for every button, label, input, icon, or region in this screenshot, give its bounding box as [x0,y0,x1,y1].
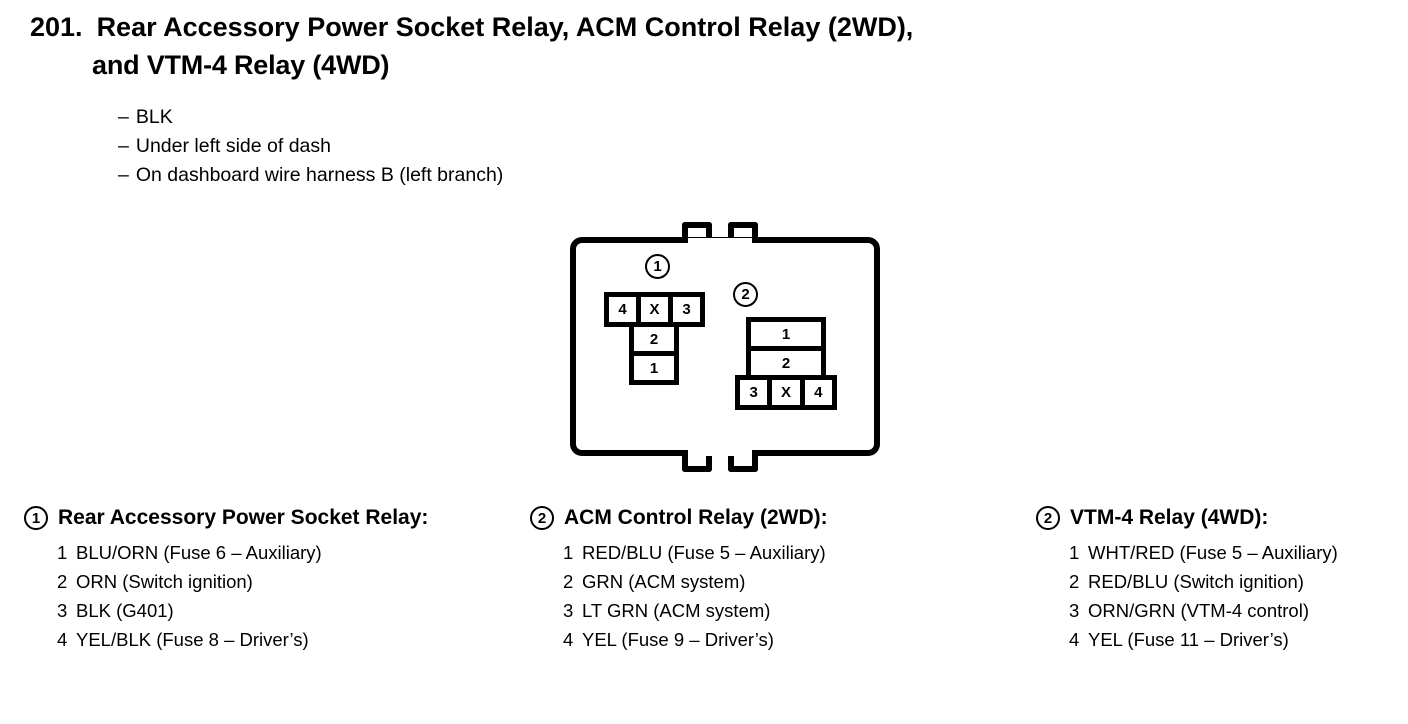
note-item: –Under left side of dash [118,132,503,161]
legend-rear-accessory-power-socket-relay: 1 Rear Accessory Power Socket Relay: 1 B… [24,504,494,654]
pin-description: YEL (Fuse 11 – Driver’s) [1088,629,1289,650]
legend-item-list: 1 RED/BLU (Fuse 5 – Auxiliary) 2 GRN (AC… [530,538,1020,654]
pin-description: ORN/GRN (VTM-4 control) [1088,600,1309,621]
list-item: 4 YEL (Fuse 9 – Driver’s) [563,625,1020,654]
legend-item-list: 1 WHT/RED (Fuse 5 – Auxiliary) 2 RED/BLU… [1036,538,1406,654]
notes-list: –BLK –Under left side of dash –On dashbo… [118,103,503,190]
connector-2-pin-block: 1 2 3 X 4 [735,317,837,410]
legend-title: Rear Accessory Power Socket Relay: [58,506,429,529]
list-item: 1 BLU/ORN (Fuse 6 – Auxiliary) [57,538,494,567]
legend-marker-icon: 2 [530,506,554,530]
pin-number: 2 [563,571,574,592]
title-line-2: and VTM-4 Relay (4WD) [92,50,390,80]
list-item: 3 ORN/GRN (VTM-4 control) [1069,596,1406,625]
pin-cell: 4 [609,297,636,322]
note-dash: – [118,164,129,186]
pin-number: 1 [563,542,574,563]
connector-1-lower-cells: 2 1 [629,327,679,385]
list-item: 3 LT GRN (ACM system) [563,596,1020,625]
pin-number: 1 [1069,542,1080,563]
connector-diagram: 1 2 4 X 3 2 1 1 2 3 X 4 [560,212,900,472]
list-item: 1 WHT/RED (Fuse 5 – Auxiliary) [1069,538,1406,567]
legend-title: ACM Control Relay (2WD): [564,506,828,529]
legend-item-list: 1 BLU/ORN (Fuse 6 – Auxiliary) 2 ORN (Sw… [24,538,494,654]
legend-marker-icon: 2 [1036,506,1060,530]
pin-number: 3 [57,600,68,621]
pin-cell: 2 [751,351,821,375]
legend-vtm4-relay-4wd: 2 VTM-4 Relay (4WD): 1 WHT/RED (Fuse 5 –… [1036,504,1406,654]
title-line-1: Rear Accessory Power Socket Relay, ACM C… [96,12,914,42]
pin-description: BLK (G401) [76,600,174,621]
note-item: –On dashboard wire harness B (left branc… [118,161,503,190]
pin-description: RED/BLU (Switch ignition) [1088,571,1304,592]
pin-number: 2 [57,571,68,592]
pin-description: RED/BLU (Fuse 5 – Auxiliary) [582,542,826,563]
list-item: 3 BLK (G401) [57,596,494,625]
pin-cell-blank: X [641,297,668,322]
pin-cell: 3 [673,297,700,322]
note-text: BLK [135,106,173,128]
pin-number: 4 [57,629,68,650]
pin-description: BLU/ORN (Fuse 6 – Auxiliary) [76,542,322,563]
list-item: 4 YEL (Fuse 11 – Driver’s) [1069,625,1406,654]
section-number: 201. [30,12,83,42]
pin-description: LT GRN (ACM system) [582,600,771,621]
pin-number: 3 [1069,600,1080,621]
note-dash: – [118,135,129,157]
pin-description: YEL (Fuse 9 – Driver’s) [582,629,774,650]
legend-title: VTM-4 Relay (4WD): [1070,506,1269,529]
pin-description: YEL/BLK (Fuse 8 – Driver’s) [76,629,309,650]
pin-description: GRN (ACM system) [582,571,746,592]
list-item: 2 ORN (Switch ignition) [57,567,494,596]
list-item: 4 YEL/BLK (Fuse 8 – Driver’s) [57,625,494,654]
pin-cell: 4 [804,380,832,405]
connector-marker-1: 1 [645,254,670,279]
legend-marker-icon: 1 [24,506,48,530]
list-item: 2 RED/BLU (Switch ignition) [1069,567,1406,596]
legend-heading: 1 Rear Accessory Power Socket Relay: [24,504,494,532]
note-text: Under left side of dash [135,135,331,157]
pin-number: 2 [1069,571,1080,592]
pin-number: 3 [563,600,574,621]
list-item: 2 GRN (ACM system) [563,567,1020,596]
note-item: –BLK [118,103,503,132]
tab-join-mask-bottom [688,448,752,456]
pin-number: 4 [563,629,574,650]
legend-heading: 2 ACM Control Relay (2WD): [530,504,1020,532]
pin-number: 4 [1069,629,1080,650]
pin-cell-blank: X [772,380,800,405]
list-item: 1 RED/BLU (Fuse 5 – Auxiliary) [563,538,1020,567]
connector-1-top-row: 4 X 3 [604,292,705,327]
connector-1-pin-block: 4 X 3 2 1 [604,292,705,385]
legend-heading: 2 VTM-4 Relay (4WD): [1036,504,1406,532]
tab-join-mask-top [688,238,752,246]
legend-acm-control-relay-2wd: 2 ACM Control Relay (2WD): 1 RED/BLU (Fu… [530,504,1020,654]
connector-marker-2: 2 [733,282,758,307]
pin-cell: 1 [751,322,821,346]
note-text: On dashboard wire harness B (left branch… [135,164,504,186]
pin-cell: 1 [634,356,674,380]
pin-description: ORN (Switch ignition) [76,571,253,592]
connector-2-bottom-row: 3 X 4 [735,375,837,410]
connector-2-upper-cells: 1 2 [746,317,826,375]
pin-description: WHT/RED (Fuse 5 – Auxiliary) [1088,542,1338,563]
pin-number: 1 [57,542,68,563]
note-dash: – [118,106,129,128]
page-title: 201. Rear Accessory Power Socket Relay, … [30,8,1370,84]
pin-cell: 2 [634,327,674,351]
pin-cell: 3 [740,380,768,405]
